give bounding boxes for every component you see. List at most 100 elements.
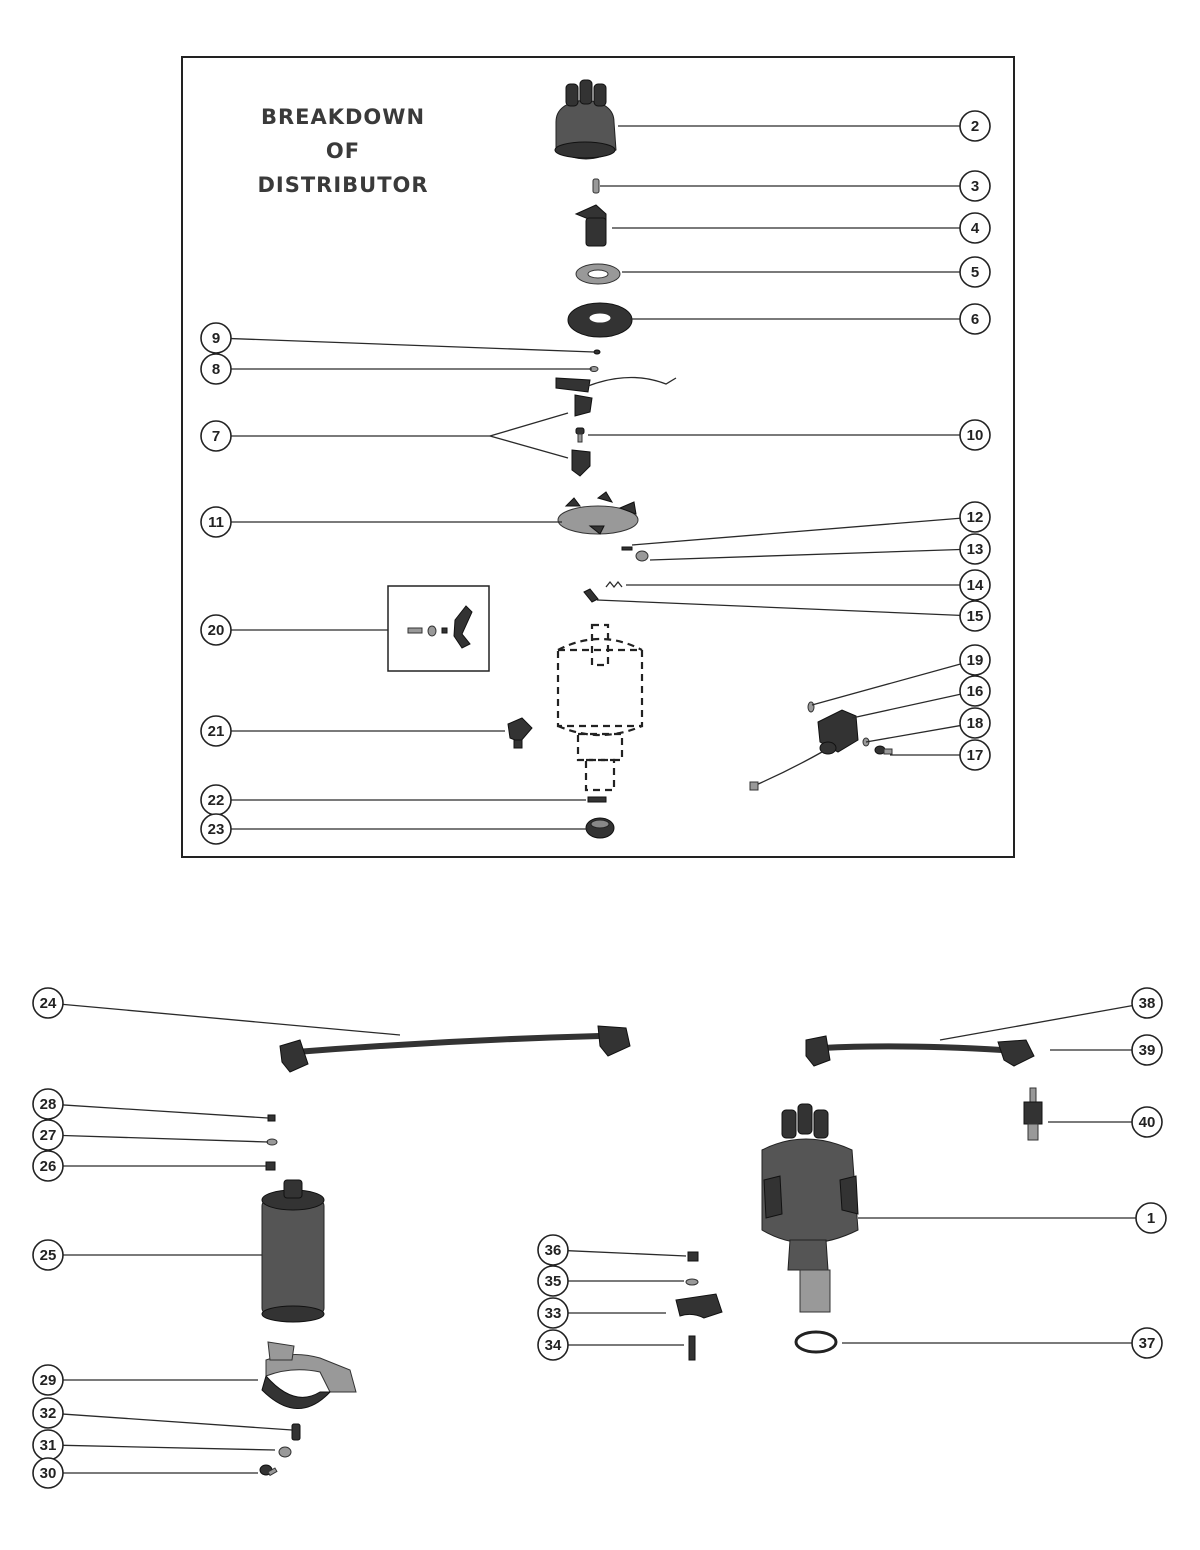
callout-5: 5 xyxy=(959,256,991,288)
callout-circle xyxy=(200,353,232,385)
part-gear xyxy=(585,817,615,839)
callout-27: 27 xyxy=(32,1119,64,1151)
leader-line-13 xyxy=(649,548,961,561)
callout-circle xyxy=(537,1329,569,1361)
part-spark-plug xyxy=(1023,1087,1043,1141)
callout-number: 31 xyxy=(40,1437,57,1454)
part-oiler-cup xyxy=(507,717,533,749)
leader-line-19 xyxy=(811,663,961,706)
callout-17: 17 xyxy=(959,739,991,771)
leader-line-15 xyxy=(596,599,961,617)
housing-outline-dashed xyxy=(556,623,644,792)
callout-28: 28 xyxy=(32,1088,64,1120)
title-line-2: OF xyxy=(326,139,360,163)
callout-number: 3 xyxy=(971,178,979,195)
callout-number: 15 xyxy=(967,608,984,625)
callout-number: 14 xyxy=(967,577,984,594)
part-coil-terminal-nut xyxy=(265,1161,276,1171)
callout-number: 27 xyxy=(40,1127,57,1144)
part-distributor-cap xyxy=(554,79,617,160)
callout-circle xyxy=(32,1150,64,1182)
part-o-ring xyxy=(794,1330,838,1354)
part-coil-nut xyxy=(267,1114,276,1122)
callout-number: 22 xyxy=(208,792,225,809)
callout-circle xyxy=(959,533,991,565)
callout-30: 30 xyxy=(32,1457,64,1489)
part-bracket-washer xyxy=(278,1446,292,1458)
callout-33: 33 xyxy=(537,1297,569,1329)
callout-number: 8 xyxy=(212,361,220,378)
leader-lines xyxy=(62,125,1136,1474)
callout-number: 9 xyxy=(212,330,220,347)
callout-number: 40 xyxy=(1139,1114,1156,1131)
callout-circle xyxy=(200,420,232,452)
callout-circle xyxy=(200,322,232,354)
callout-number: 35 xyxy=(545,1273,562,1290)
callout-22: 22 xyxy=(200,784,232,816)
callout-number: 12 xyxy=(967,509,984,526)
callout-24: 24 xyxy=(32,987,64,1019)
callout-circle xyxy=(959,600,991,632)
callout-circle xyxy=(32,1457,64,1489)
part-bushing xyxy=(635,550,649,562)
callout-31: 31 xyxy=(32,1429,64,1461)
part-pin xyxy=(621,546,633,551)
leader-line-16 xyxy=(851,693,961,719)
part-small-nut xyxy=(593,349,601,355)
part-spark-plug-lead xyxy=(805,1035,1035,1067)
callout-number: 1 xyxy=(1147,1210,1155,1227)
callout-37: 37 xyxy=(1131,1327,1163,1359)
callout-13: 13 xyxy=(959,533,991,565)
callout-circle xyxy=(959,501,991,533)
callout-circle xyxy=(537,1297,569,1329)
callout-circle xyxy=(959,569,991,601)
part-clamp-nut xyxy=(687,1251,699,1262)
callout-circle xyxy=(959,256,991,288)
callout-8: 8 xyxy=(200,353,232,385)
callout-circle xyxy=(32,1397,64,1429)
callout-29: 29 xyxy=(32,1364,64,1396)
callout-circle xyxy=(32,1088,64,1120)
callout-circle xyxy=(959,110,991,142)
part-distributor-assembly xyxy=(761,1103,859,1313)
leader-line-18 xyxy=(865,724,961,743)
callout-circle xyxy=(1131,1034,1163,1066)
callout-number: 13 xyxy=(967,541,984,558)
callout-number: 29 xyxy=(40,1372,57,1389)
callout-number: 21 xyxy=(208,723,225,740)
part-breaker-points xyxy=(555,376,677,417)
callout-number: 17 xyxy=(967,747,984,764)
part-coil-lead xyxy=(279,1025,631,1073)
callout-number: 36 xyxy=(545,1242,562,1259)
part-dust-shield xyxy=(567,302,633,338)
callout-number: 38 xyxy=(1139,995,1156,1012)
callout-circle xyxy=(32,1239,64,1271)
part-coil-washer xyxy=(266,1138,278,1146)
callout-number: 16 xyxy=(967,683,984,700)
callout-9: 9 xyxy=(200,322,232,354)
title-line-3: DISTRIBUTOR xyxy=(257,173,428,197)
callout-18: 18 xyxy=(959,707,991,739)
callout-number: 30 xyxy=(40,1465,57,1482)
callout-circle xyxy=(959,212,991,244)
leader-line-7-branch-1 xyxy=(489,435,569,459)
leader-line-9 xyxy=(230,337,595,353)
callout-circle xyxy=(1131,1106,1163,1138)
breakdown-title: BREAKDOWN OF DISTRIBUTOR xyxy=(257,105,428,197)
callout-circle xyxy=(959,419,991,451)
callout-10: 10 xyxy=(959,419,991,451)
leader-line-28 xyxy=(62,1104,269,1119)
callout-circle xyxy=(200,506,232,538)
leader-line-36 xyxy=(567,1250,687,1257)
callout-circle xyxy=(200,614,232,646)
callout-number: 26 xyxy=(40,1158,57,1175)
callout-number: 37 xyxy=(1139,1335,1156,1352)
callout-15: 15 xyxy=(959,600,991,632)
callout-circle xyxy=(959,303,991,335)
callout-1: 1 xyxy=(1135,1202,1167,1234)
part-spring xyxy=(605,580,623,589)
callout-number: 2 xyxy=(971,118,979,135)
callout-7: 7 xyxy=(200,420,232,452)
callout-12: 12 xyxy=(959,501,991,533)
